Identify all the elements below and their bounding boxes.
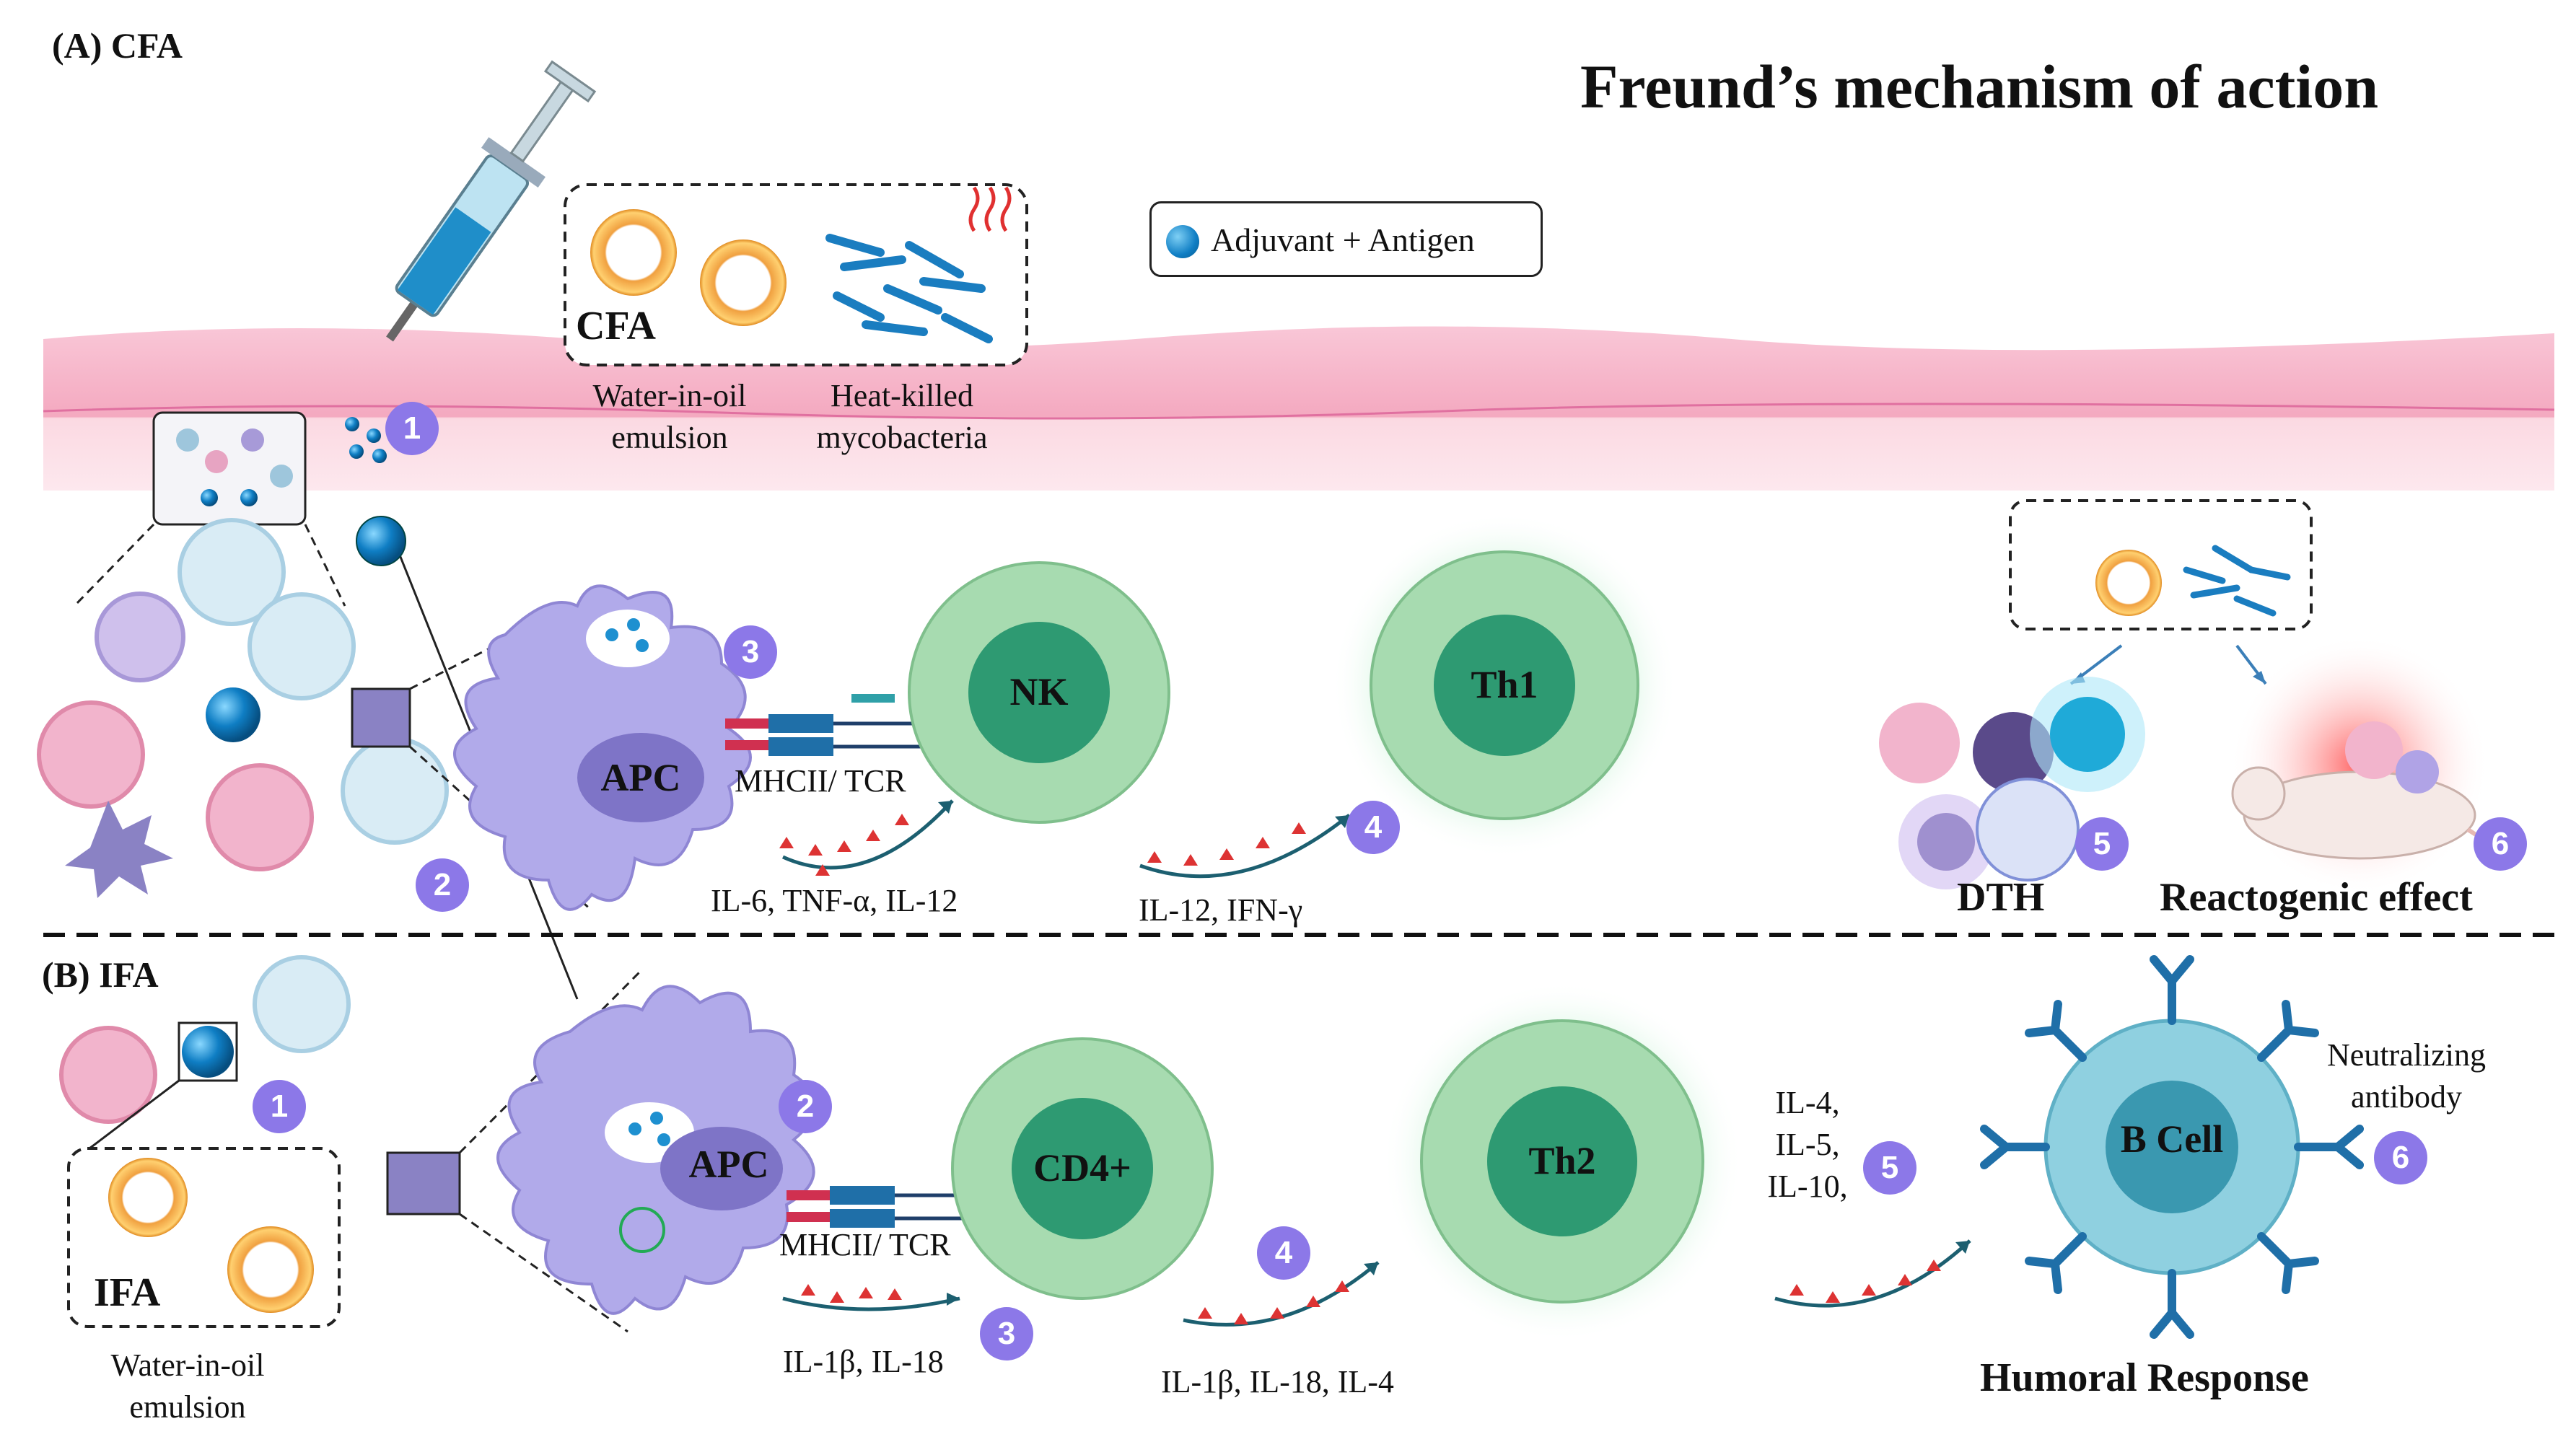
antibody-line1: Neutralizing: [2327, 1037, 2486, 1073]
myco-line2: mycobacteria: [816, 420, 988, 455]
step-badge-b1: 1: [253, 1080, 306, 1133]
step-badge-a5: 5: [2075, 817, 2129, 871]
step-badge-b6: 6: [2374, 1131, 2427, 1184]
step-badge-b5: 5: [1863, 1141, 1916, 1195]
adjuvant-antigen-icon: [1166, 225, 1199, 258]
dc-zoom-box-b: [386, 1151, 461, 1215]
apc-label-b: APC: [688, 1143, 769, 1186]
antibody-label: Neutralizing antibody: [2313, 1034, 2500, 1118]
reactogenic-label: Reactogenic effect: [2160, 875, 2473, 920]
mhc-tcr-complex-a: [725, 694, 924, 756]
neutrophil-cells: [37, 518, 449, 871]
mycobacteria-label: Heat-killed mycobacteria: [801, 375, 1003, 459]
dth-label: DTH: [1957, 875, 2045, 920]
cd4-cell-label: CD4+: [1033, 1146, 1131, 1190]
antibody-icons: [1980, 955, 2364, 1339]
panel-b-heading: (B) IFA: [42, 954, 159, 995]
panel-a-heading: (A) CFA: [52, 25, 183, 66]
step-badge-a3: 3: [724, 625, 777, 679]
cytokine-arrow-b2: [1183, 1261, 1380, 1327]
dth-cells: [1879, 677, 2145, 889]
dendritic-cell-small: [65, 801, 173, 898]
legend: Adjuvant + Antigen: [1149, 201, 1543, 277]
step-badge-b3: 3: [980, 1307, 1033, 1360]
antibody-line2: antibody: [2351, 1079, 2462, 1115]
cfa-box-label: CFA: [576, 304, 656, 348]
cytokines-a2: IL-12, IFN-γ: [1139, 892, 1303, 928]
cytokine-arrow-a1: [779, 799, 954, 876]
cytokines-a1: IL-6, TNF-α, IL-12: [711, 883, 958, 918]
emulsion-line2: emulsion: [611, 420, 728, 455]
cfa-emulsion-label: Water-in-oil emulsion: [583, 375, 756, 459]
dc-zoom-box: [351, 687, 411, 748]
ifa-box-label: IFA: [94, 1270, 161, 1315]
cytokine-il10: IL-10,: [1767, 1169, 1848, 1204]
step-badge-a2: 2: [416, 858, 469, 912]
legend-label: Adjuvant + Antigen: [1211, 221, 1475, 258]
step-badge-b4: 4: [1257, 1226, 1310, 1280]
mycobacteria-icon: [825, 234, 993, 343]
humoral-label: Humoral Response: [1980, 1355, 2309, 1400]
receptor-label-a: MHCII/ TCR: [735, 763, 906, 799]
mhc-tcr-complex-b: [787, 1186, 978, 1228]
myco-line1: Heat-killed: [831, 378, 973, 413]
page-title: Freund’s mechanism of action: [1580, 52, 2379, 121]
mouse-icon: [2230, 635, 2500, 894]
apc-label-a: APC: [600, 756, 681, 799]
step-badge-b2: 2: [779, 1080, 832, 1133]
apc-cell-a: [453, 584, 752, 911]
step-badge-a6: 6: [2474, 817, 2527, 871]
heat-icon: [968, 186, 1012, 232]
cytokines-b2: IL-1β, IL-18, IL-4: [1161, 1364, 1394, 1399]
emulsion-line1: Water-in-oil: [592, 378, 747, 413]
th1-cell-label: Th1: [1471, 663, 1538, 706]
step-badge-a1: 1: [385, 402, 439, 455]
injected-particles: [345, 417, 387, 463]
cytokines-b1: IL-1β, IL-18: [783, 1344, 944, 1379]
ifa-emulsion-line1: Water-in-oil: [110, 1348, 265, 1383]
b-cell-label: B Cell: [2120, 1117, 2224, 1161]
receptor-label-b: MHCII/ TCR: [779, 1227, 951, 1262]
cytokine-il5: IL-5,: [1775, 1127, 1840, 1162]
ifa-emulsion-line2: emulsion: [129, 1389, 246, 1425]
th2-cell-label: Th2: [1528, 1139, 1596, 1182]
step-badge-a4: 4: [1346, 801, 1400, 854]
nk-cell-label: NK: [1009, 670, 1069, 713]
cytokine-il4: IL-4,: [1775, 1085, 1840, 1120]
syringe-icon: [386, 60, 597, 342]
apc-cell-b: [496, 985, 817, 1315]
cfa-box: [564, 183, 1028, 366]
cytokines-b3: IL-4, IL-5, IL-10,: [1753, 1082, 1862, 1208]
liposome-icon: [590, 209, 787, 326]
cytokine-arrow-b3: [1774, 1239, 1971, 1308]
cytokine-arrow-b1: [782, 1284, 960, 1311]
ifa-emulsion-label: Water-in-oil emulsion: [101, 1345, 274, 1428]
cytokine-arrow-a2: [1139, 814, 1351, 879]
